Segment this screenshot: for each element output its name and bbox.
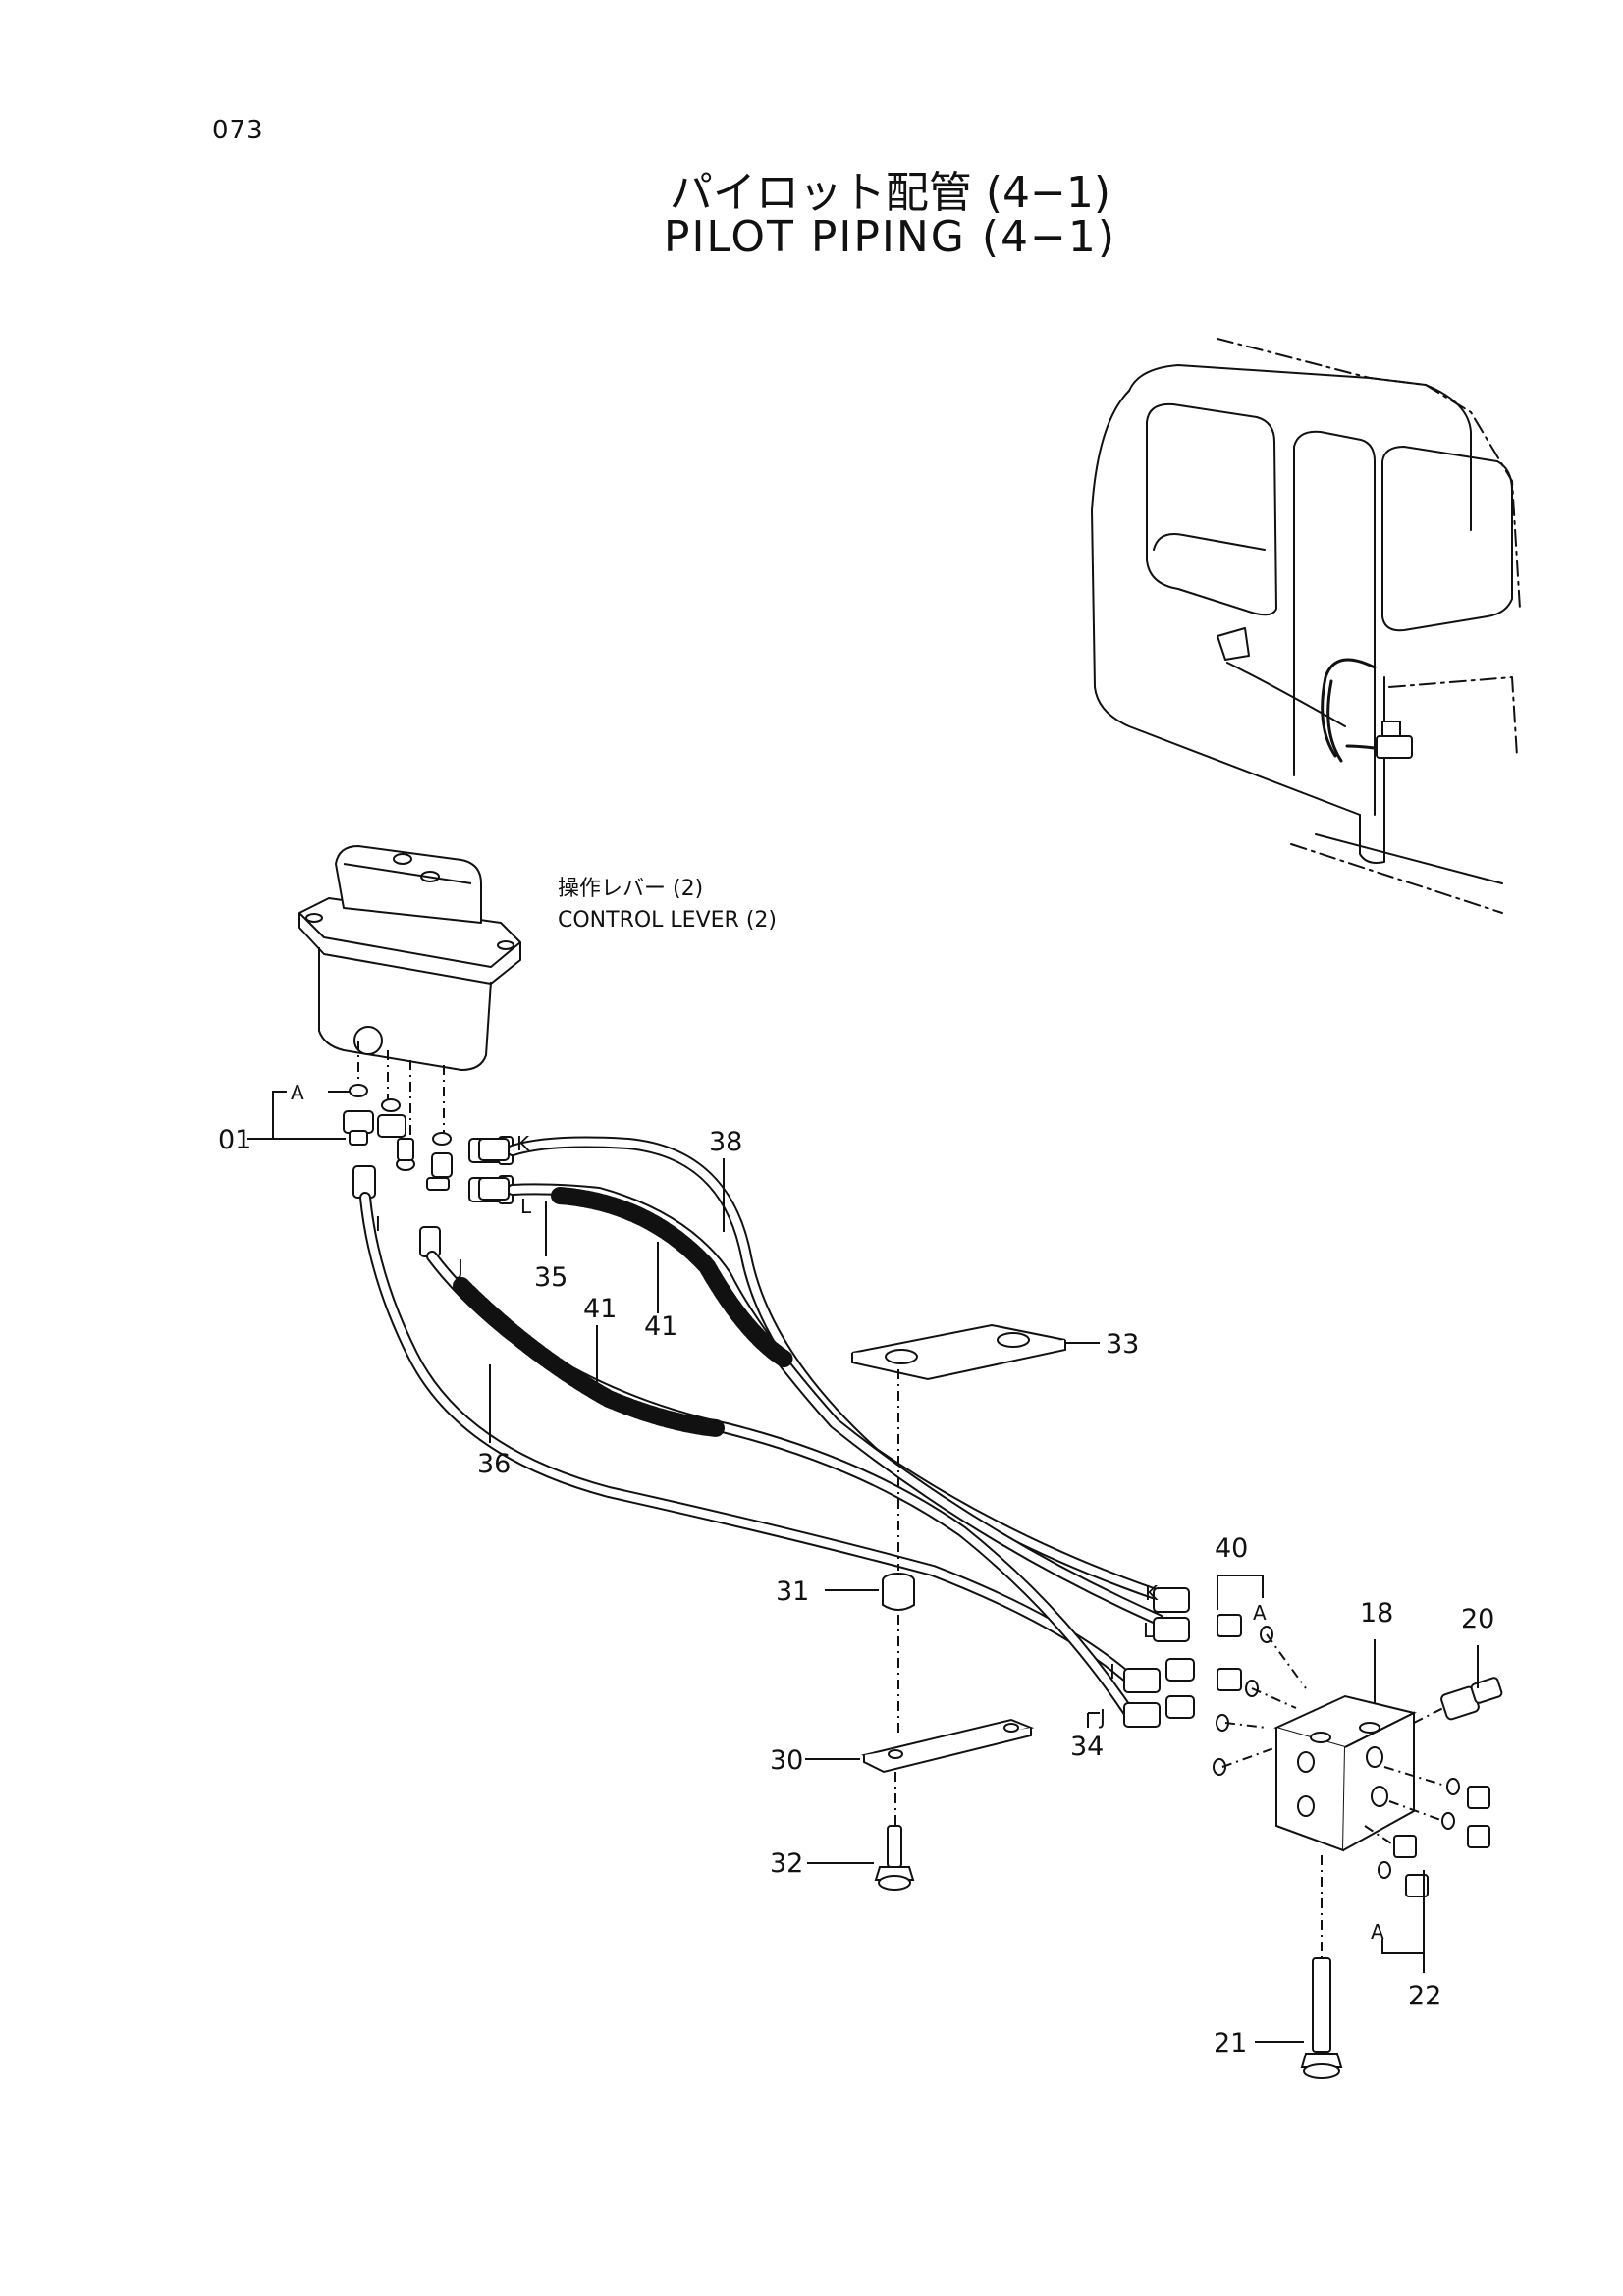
tag-i-block: I xyxy=(1109,1660,1115,1683)
junction-block xyxy=(1123,1587,1503,2079)
callout-41-lower: 41 xyxy=(583,1294,617,1324)
callout-01: 01 xyxy=(218,1125,251,1155)
callout-22: 22 xyxy=(1408,1981,1441,2011)
tag-k-lever: K xyxy=(516,1132,530,1155)
page-number: 073 xyxy=(212,116,264,145)
tag-a-bottom: A xyxy=(1371,1920,1384,1944)
callout-18: 18 xyxy=(1360,1598,1393,1629)
tag-j-lever: J xyxy=(456,1255,463,1279)
callout-35: 35 xyxy=(534,1262,568,1293)
tag-a-block: A xyxy=(1253,1601,1267,1625)
callout-labels: 01 18 20 21 22 30 31 32 33 34 35 36 38 4… xyxy=(218,1125,1494,2058)
pilot-hoses xyxy=(359,1136,1164,1719)
tag-a-lever: A xyxy=(291,1081,304,1104)
control-lever-note-japanese: 操作レバー (2) xyxy=(558,877,703,901)
callout-41-upper: 41 xyxy=(644,1311,677,1342)
leader-lines xyxy=(247,1091,1479,2043)
control-lever-illustration xyxy=(298,845,521,1171)
callout-33: 33 xyxy=(1106,1329,1139,1360)
callout-36: 36 xyxy=(477,1449,511,1479)
callout-34: 34 xyxy=(1070,1732,1104,1762)
clamp-assembly xyxy=(851,1323,1066,1891)
callout-32: 32 xyxy=(770,1848,803,1879)
callout-21: 21 xyxy=(1214,2028,1247,2058)
control-lever-note-english: CONTROL LEVER (2) xyxy=(558,908,777,933)
tag-j-block: J xyxy=(1098,1705,1106,1729)
callout-38: 38 xyxy=(709,1127,742,1157)
callout-40: 40 xyxy=(1215,1533,1248,1564)
tag-l-block: L xyxy=(1143,1619,1155,1642)
hose-end-fittings-upper xyxy=(478,1138,510,1201)
tag-l-lever: L xyxy=(520,1195,532,1218)
cab-illustration xyxy=(1091,338,1521,914)
callout-31: 31 xyxy=(776,1576,809,1607)
callout-20: 20 xyxy=(1461,1604,1494,1634)
hose-tags: A A A K L I J K L I J xyxy=(291,1081,1384,1944)
tag-i-lever: I xyxy=(375,1212,381,1236)
callout-30: 30 xyxy=(770,1745,803,1776)
page-title-japanese: パイロット配管 (4−1) xyxy=(669,168,1111,218)
page-title-english: PILOT PIPING (4−1) xyxy=(663,212,1117,262)
tag-k-block: K xyxy=(1145,1581,1159,1605)
